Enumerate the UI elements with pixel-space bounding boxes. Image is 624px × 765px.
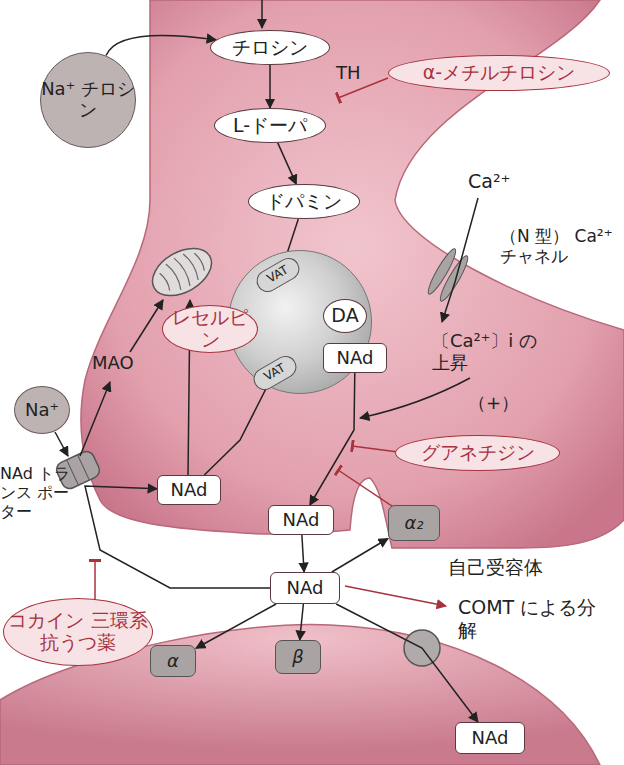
node-text: コカイン 三環系抗うつ薬 [4,610,152,654]
node-text: L-ドーパ [233,115,307,137]
ion-circle: Na⁺ チロシン [40,52,136,148]
drug-oval: コカイン 三環系抗うつ薬 [3,598,153,666]
nerve-terminal [81,0,624,548]
arrow-connector [269,65,271,108]
degradation-arrow [345,586,446,606]
text-block: グアネチジン [421,442,535,464]
arrow-connector [332,539,388,572]
annotation-label: NAd トランス ポーター [0,464,76,522]
inhibition-line [352,446,398,452]
inhibition-line [94,560,96,600]
node-text: チロシン [232,37,308,59]
text-block: β [292,647,304,668]
node-text: α-メチルチロシン [423,62,575,84]
text-block: ドパミン [266,191,342,213]
facilitation-arrow [360,378,470,418]
arrow-connector [278,143,296,184]
transmitter-box: NAd [323,343,387,373]
drug-oval: レセルピン [162,305,258,353]
ion-circle: Na⁺ [14,386,70,434]
annotation-label: MAO [92,352,152,374]
text-block: Na⁺ チロシン [41,79,135,120]
transmitter-box: NAd [270,572,340,604]
node-text: Na⁺ [25,400,59,421]
node-text: NAd [283,510,320,531]
annotation-label: TH [336,62,376,84]
text-block: Na⁺ [25,400,59,421]
text-block: L-ドーパ [233,115,307,137]
text-block: NAd [472,728,509,749]
text-block: NAd [287,578,324,599]
node-text: レセルピン [163,307,257,351]
arrow-connector [336,604,478,722]
annotation-label: 自己受容体 [448,556,568,579]
annotation-label: （N 型） Ca²⁺ チャネル [500,226,618,267]
text-block: NAd [337,348,374,369]
sodium-arrow [55,432,68,456]
molecule-oval: DA [323,299,367,333]
molecule-oval: ドパミン [248,184,360,219]
molecule-oval: L-ドーパ [214,108,326,143]
node-text: NAd [337,348,374,369]
transmitter-box: NAd [157,475,221,505]
drug-oval: α-メチルチロシン [388,55,610,91]
transport-arrow [130,300,163,352]
text-block: α-メチルチロシン [423,62,575,84]
arrow-connector [106,35,216,55]
node-text: α₂ [404,513,423,534]
receptor-box: α [150,645,196,677]
node-text: Na⁺ チロシン [41,79,135,120]
drug-oval: グアネチジン [395,435,560,471]
molecule-oval: チロシン [210,30,330,65]
node-text: β [292,647,304,668]
text-block: チロシン [232,37,308,59]
inhibition-line [338,470,398,510]
calcium-arrow [442,198,478,322]
arrow-connector [302,535,304,572]
annotation-label: COMT による分解 [458,596,598,642]
calcium-channel [425,246,472,303]
transmitter-box: NAd [455,722,525,754]
uptake-carrier [404,630,440,666]
transmitter-box: NAd [268,505,334,535]
node-text: グアネチジン [421,442,535,464]
text-block: DA [331,305,358,327]
node-text: NAd [472,728,509,749]
transport-arrow [80,382,110,456]
text-block: α₂ [404,513,423,534]
receptor-box: β [275,640,321,674]
annotation-label: Ca²⁺ [468,170,538,193]
arrow-connector [300,604,304,640]
text-block: NAd [171,480,208,501]
arrow-connector [310,373,355,505]
receptor-box: α₂ [388,505,440,541]
node-text: NAd [171,480,208,501]
node-text: DA [331,305,358,327]
text-block: NAd [283,510,320,531]
text-block: レセルピン [163,307,257,351]
node-text: α [167,651,179,672]
node-text: NAd [287,578,324,599]
node-text: ドパミン [266,191,342,213]
arrow-connector [196,604,276,648]
text-block: α [167,651,179,672]
annotation-label: 〔Ca²⁺〕i の上昇 [432,330,552,373]
input-arrow [261,0,263,28]
mitochondrion [144,239,219,306]
text-block: コカイン 三環系抗うつ薬 [4,610,152,654]
annotation-label: （+） [468,392,518,414]
